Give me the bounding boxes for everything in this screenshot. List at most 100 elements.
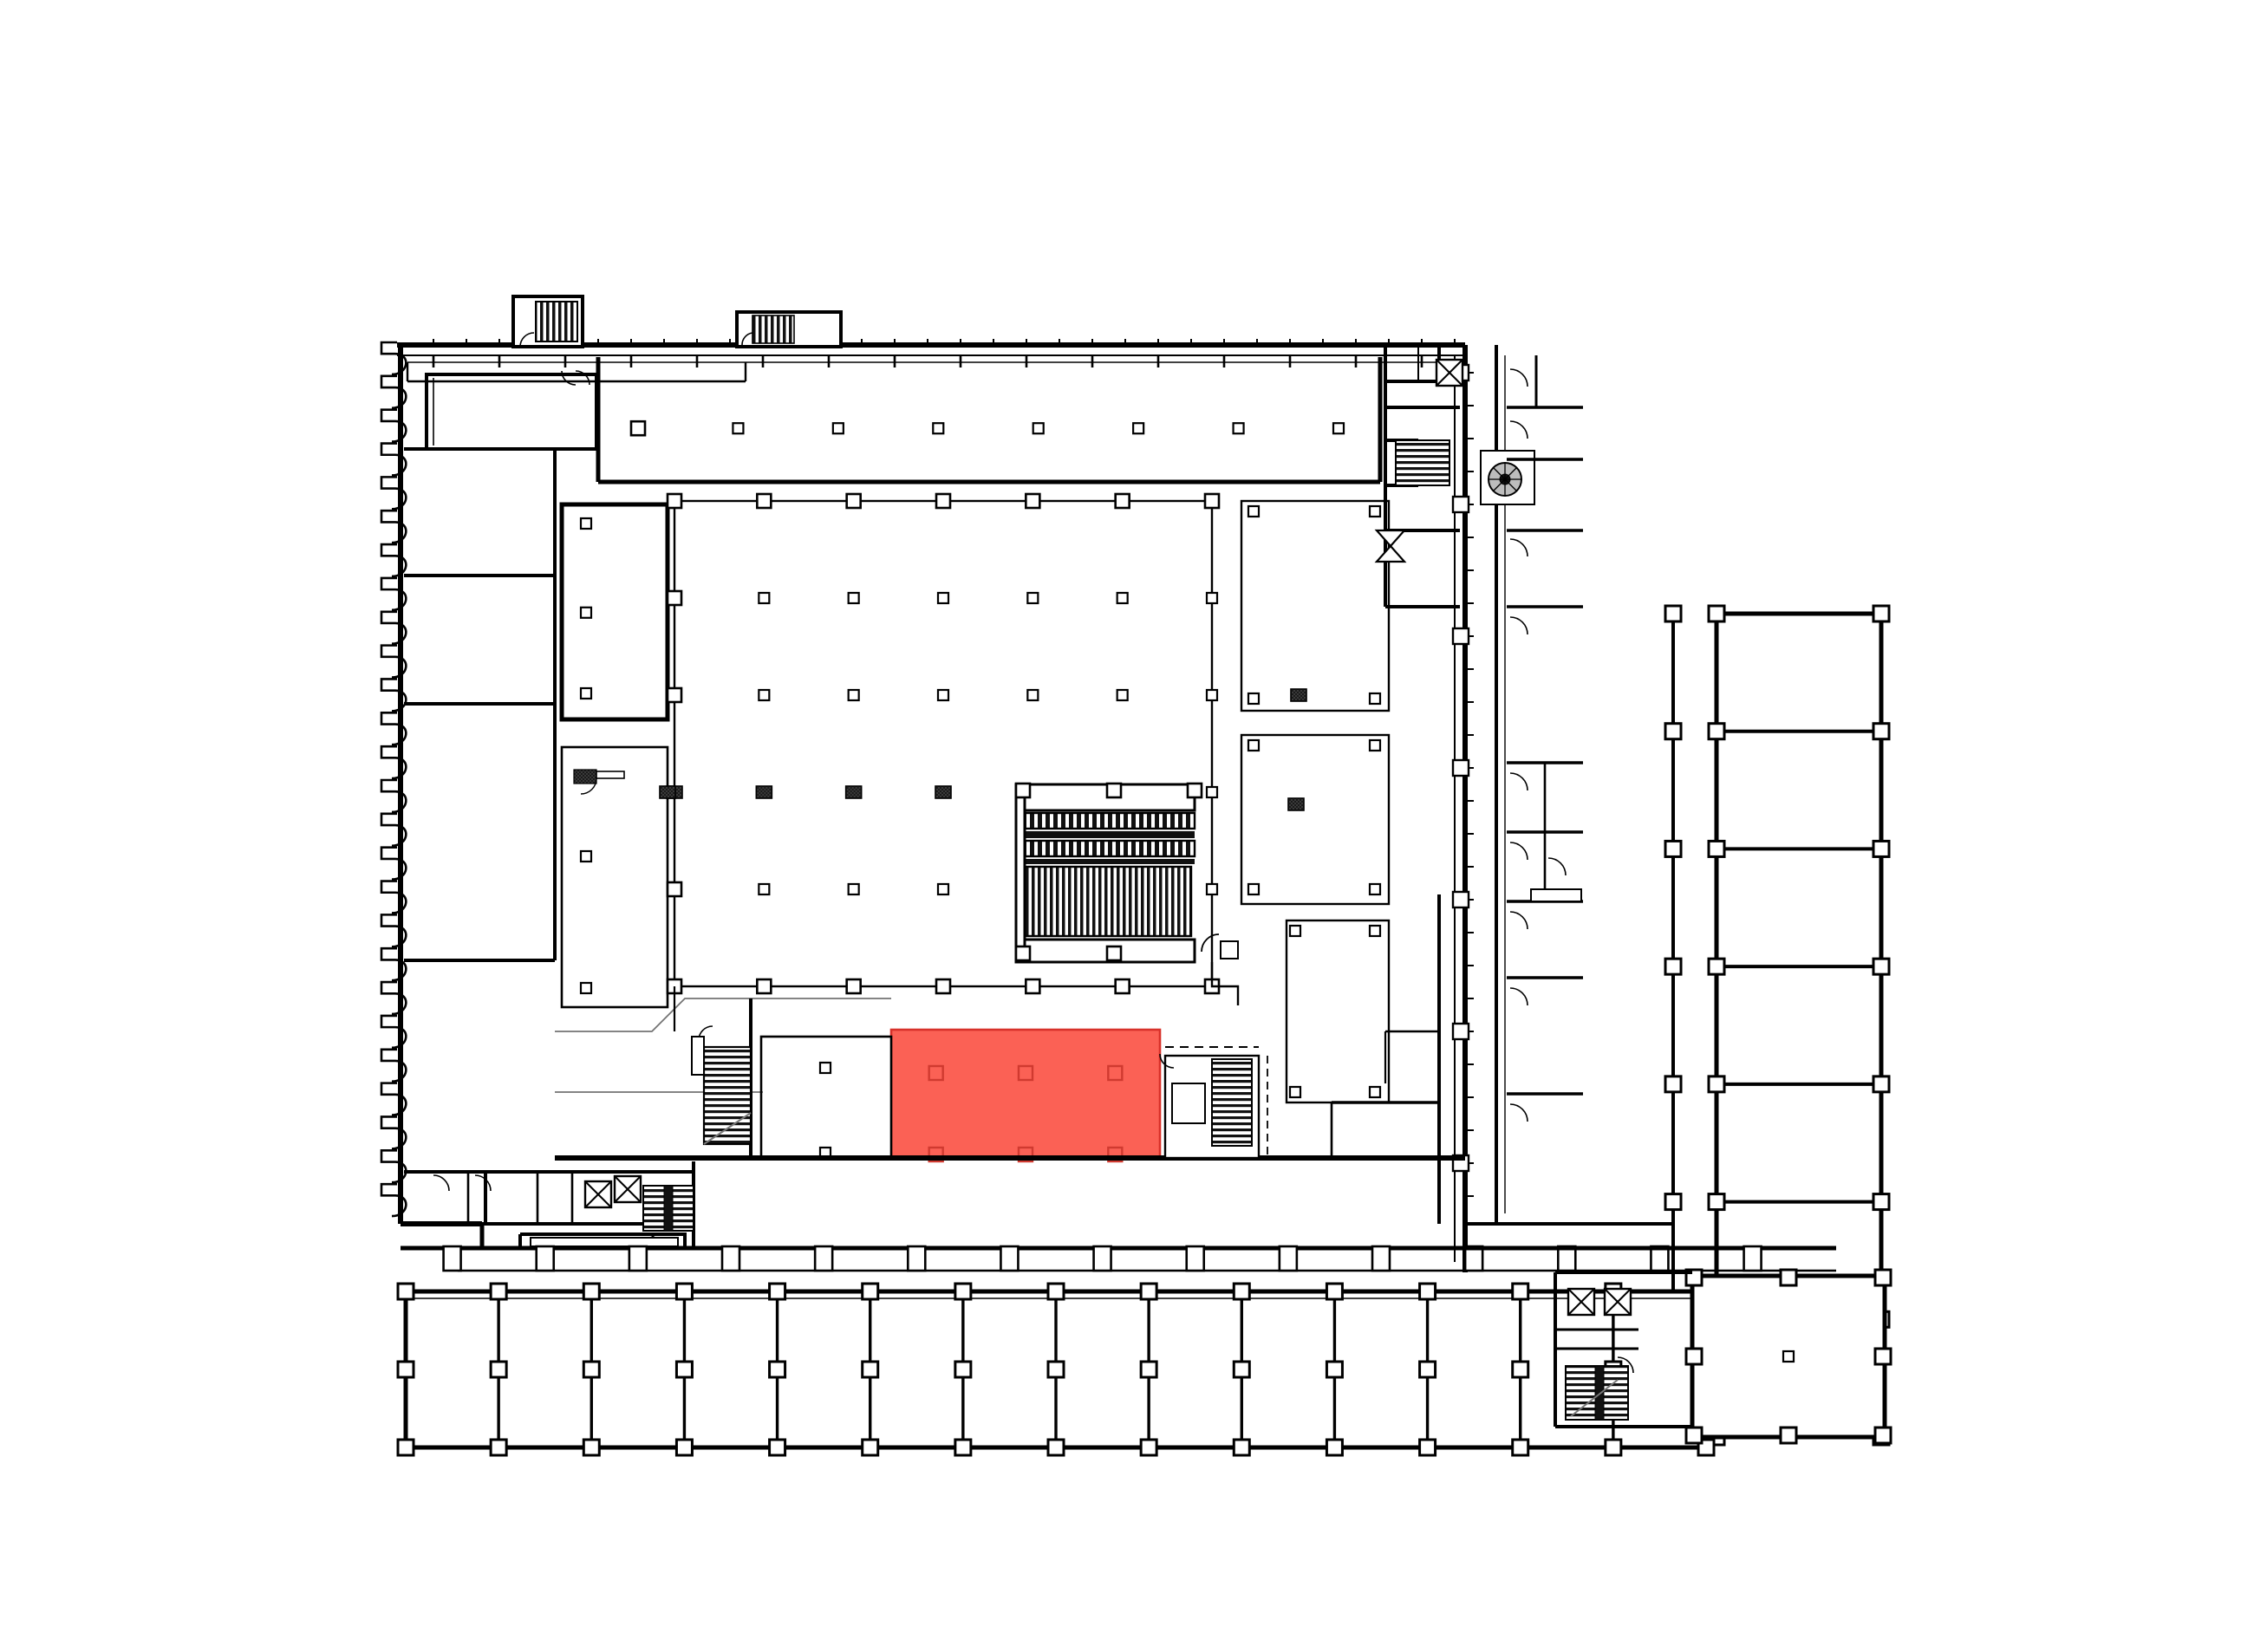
- structural-column: [758, 688, 771, 702]
- parking-column: [674, 1438, 694, 1457]
- parking-column: [489, 1282, 508, 1301]
- parking-column: [1707, 839, 1726, 858]
- north-stair-west: [511, 295, 584, 348]
- structural-column: [1232, 422, 1245, 435]
- structural-column: [1205, 785, 1219, 799]
- structural-column: [1205, 591, 1219, 605]
- structural-column: [1368, 504, 1382, 518]
- parking-column: [768, 1438, 787, 1457]
- stair-east-of-red: [1159, 1046, 1268, 1160]
- structural-column: [1025, 492, 1041, 510]
- kerb-column: [628, 1245, 648, 1272]
- bottom-right-parking-block: [1684, 1268, 1892, 1445]
- parking-column: [1046, 1438, 1065, 1457]
- structural-column: [666, 589, 683, 607]
- parking-column: [1664, 1193, 1683, 1212]
- east-service-strip: [1330, 894, 1441, 1224]
- structural-column: [579, 981, 593, 995]
- kerb-column: [1278, 1245, 1299, 1272]
- structural-column: [847, 591, 860, 605]
- structural-column: [1205, 882, 1219, 896]
- mullion-column: [1451, 1022, 1470, 1041]
- highlighted-tenant-unit[interactable]: [889, 1028, 1162, 1163]
- structural-column: [1288, 1085, 1302, 1099]
- structural-column: [1247, 692, 1261, 706]
- structural-column: [935, 978, 952, 995]
- structural-column: [928, 1064, 944, 1082]
- structural-column: [1247, 882, 1261, 896]
- kerb-column: [1371, 1245, 1391, 1272]
- parking-column: [396, 1438, 415, 1457]
- parking-column: [1604, 1438, 1623, 1457]
- structural-column: [845, 492, 862, 510]
- parking-column: [954, 1438, 973, 1457]
- east-connector: [1465, 1222, 1692, 1276]
- mullion-column: [1451, 627, 1470, 646]
- structural-column: [1247, 504, 1261, 518]
- structural-column: [758, 591, 771, 605]
- parking-column: [1325, 1438, 1344, 1457]
- kerb-column: [906, 1245, 927, 1272]
- parking-column: [861, 1360, 880, 1379]
- structural-column: [1017, 1146, 1034, 1163]
- parking-column: [1707, 604, 1726, 623]
- parking-column: [1232, 1360, 1251, 1379]
- structural-column: [1205, 688, 1219, 702]
- structural-column: [756, 492, 772, 510]
- kerb-column: [813, 1245, 834, 1272]
- parking-column: [954, 1360, 973, 1379]
- structural-column: [1368, 1085, 1382, 1099]
- top-corridor: [406, 357, 1460, 485]
- parking-column: [1511, 1438, 1530, 1457]
- parking-column: [861, 1282, 880, 1301]
- shear-wall-column: [935, 785, 952, 799]
- structural-column: [1026, 591, 1039, 605]
- mullion-column: [1451, 758, 1470, 777]
- structural-column: [629, 420, 647, 437]
- parking-column: [861, 1438, 880, 1457]
- parking-column: [1872, 722, 1891, 741]
- stock-room-upper: [559, 502, 670, 722]
- parking-column: [1664, 604, 1683, 623]
- parking-column: [1325, 1360, 1344, 1379]
- structural-column: [1132, 422, 1145, 435]
- structural-column: [1368, 924, 1382, 938]
- structural-column: [1032, 422, 1045, 435]
- parking-column: [1139, 1282, 1158, 1301]
- adjacent-tenant-unit: [759, 1035, 893, 1160]
- parking-column: [582, 1360, 601, 1379]
- parking-column: [1872, 1075, 1891, 1094]
- parking-column: [1511, 1282, 1530, 1301]
- parking-column: [954, 1282, 973, 1301]
- structural-column: [847, 882, 860, 896]
- parking-column: [1325, 1282, 1344, 1301]
- parking-column: [1707, 957, 1726, 976]
- parking-column: [1046, 1360, 1065, 1379]
- structural-column: [936, 882, 950, 896]
- structural-column: [758, 882, 771, 896]
- structural-column: [579, 606, 593, 619]
- structural-column: [932, 422, 945, 435]
- parking-column: [1664, 722, 1683, 741]
- parking-column: [1418, 1360, 1437, 1379]
- structural-column: [847, 688, 860, 702]
- structural-column: [666, 686, 683, 704]
- parking-column: [768, 1282, 787, 1301]
- structural-column: [756, 978, 772, 995]
- parking-column: [1707, 1193, 1726, 1212]
- structural-column: [1368, 882, 1382, 896]
- structural-column: [935, 492, 952, 510]
- kerb-column: [442, 1245, 462, 1272]
- back-of-house-upper: [1240, 499, 1391, 712]
- back-of-house-lower: [1285, 919, 1391, 1104]
- structural-column: [1025, 978, 1041, 995]
- structural-column: [666, 492, 683, 510]
- parking-column: [768, 1360, 787, 1379]
- parking-column: [489, 1360, 508, 1379]
- structural-column: [1288, 924, 1302, 938]
- parking-column: [674, 1282, 694, 1301]
- structural-column: [579, 517, 593, 530]
- shear-wall-column: [659, 785, 676, 799]
- mullion-column: [1451, 890, 1470, 909]
